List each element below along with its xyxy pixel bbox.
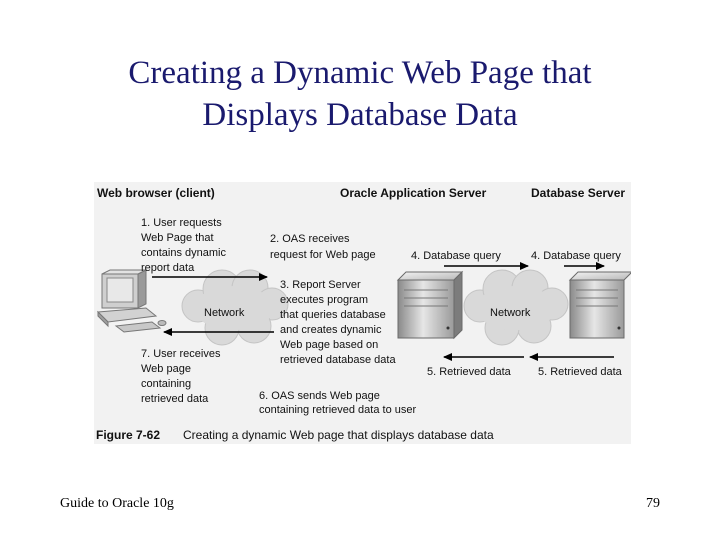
- step-1-line: report data: [141, 262, 195, 274]
- figure-caption-text: Creating a dynamic Web page that display…: [183, 428, 494, 442]
- network-cloud-left: Network: [181, 269, 289, 346]
- step-3-line: 3. Report Server: [280, 279, 361, 291]
- step-6-text: 6. OAS sends Web page containing retriev…: [259, 390, 416, 416]
- step-4-query-db: 4. Database query: [531, 250, 621, 262]
- step-2-line: 2. OAS receives: [270, 233, 350, 245]
- step-7-text: 7. User receives Web page containing ret…: [141, 348, 224, 405]
- step-7-line: Web page: [141, 363, 191, 375]
- oas-architecture-diagram: Web browser (client) Oracle Application …: [94, 182, 631, 444]
- step-5-data-oas: 5. Retrieved data: [427, 366, 512, 378]
- network-label-right: Network: [490, 307, 531, 319]
- step-7-line: retrieved data: [141, 393, 209, 405]
- step-2-text: 2. OAS receives request for Web page: [270, 233, 376, 261]
- step-3-line: executes program: [280, 294, 368, 306]
- step-1-text: 1. User requests Web Page that contains …: [141, 217, 229, 274]
- header-app-server: Oracle Application Server: [340, 186, 487, 200]
- footer-course-title: Guide to Oracle 10g: [60, 496, 174, 511]
- step-1-line: contains dynamic: [141, 247, 226, 259]
- network-label-left: Network: [204, 307, 245, 319]
- step-5-data-db: 5. Retrieved data: [538, 366, 623, 378]
- step-3-line: and creates dynamic: [280, 324, 382, 336]
- step-1-line: Web Page that: [141, 232, 214, 244]
- slide-title-line-2: Displays Database Data: [202, 97, 518, 133]
- network-cloud-right: Network: [463, 269, 569, 346]
- header-web-browser: Web browser (client): [97, 186, 215, 200]
- client-computer-icon: [96, 269, 167, 333]
- figure-caption-label: Figure 7-62: [96, 428, 160, 442]
- db-server-icon: [568, 271, 631, 339]
- slide-title: Creating a Dynamic Web Page that Display…: [0, 52, 720, 136]
- step-6-line: 6. OAS sends Web page: [259, 390, 380, 402]
- slide-page-number: 79: [646, 496, 660, 511]
- step-6-line: containing retrieved data to user: [259, 404, 416, 416]
- header-db-server: Database Server: [531, 186, 625, 200]
- step-3-text: 3. Report Server executes program that q…: [280, 279, 396, 366]
- step-7-line: 7. User receives: [141, 348, 221, 360]
- step-7-line: containing: [141, 378, 191, 390]
- step-4-query-oas: 4. Database query: [411, 250, 501, 262]
- step-2-line: request for Web page: [270, 249, 376, 261]
- step-3-line: Web page based on: [280, 339, 378, 351]
- slide-title-line-1: Creating a Dynamic Web Page that: [128, 55, 592, 91]
- app-server-icon: [396, 270, 464, 340]
- step-3-line: retrieved database data: [280, 354, 396, 366]
- step-3-line: that queries database: [280, 309, 386, 321]
- step-1-line: 1. User requests: [141, 217, 222, 229]
